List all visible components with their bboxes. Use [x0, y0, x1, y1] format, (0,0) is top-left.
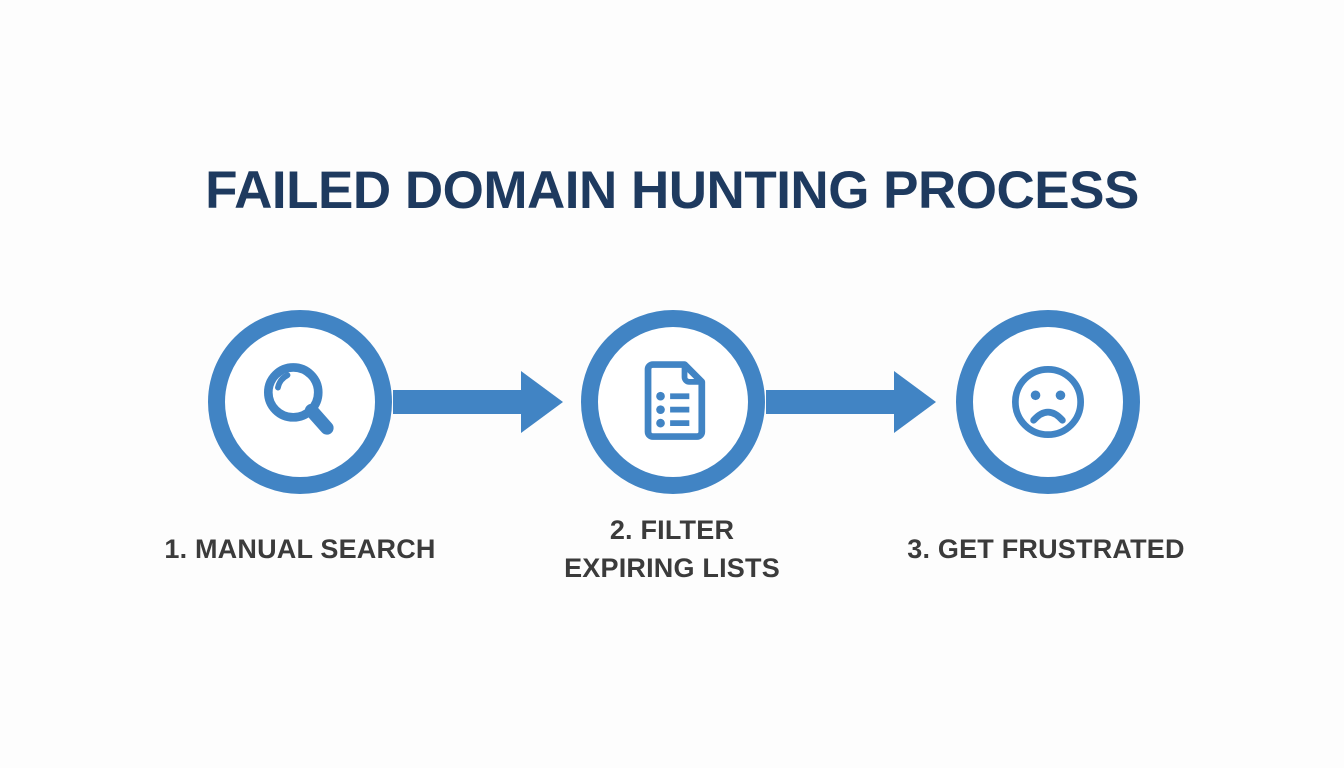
step-circle-filter-lists [581, 310, 765, 494]
page-title: FAILED DOMAIN HUNTING PROCESS [205, 161, 1139, 220]
step-label-line: 2. FILTER [609, 515, 735, 545]
step-label-line: 3. GET FRUSTRATED [907, 534, 1185, 564]
step-circle-manual-search [208, 310, 392, 494]
sad-face-icon [1012, 366, 1084, 438]
arrow-right-icon [393, 371, 563, 433]
step-label-manual-search: 1. MANUAL SEARCH [150, 512, 450, 586]
document-list-icon [644, 361, 706, 440]
step-label-filter-expiring-lists: 2. FILTER EXPIRING LISTS [522, 512, 822, 586]
magnifier-icon [264, 363, 334, 435]
arrow-right-icon [766, 371, 936, 433]
step-circle-get-frustrated [956, 310, 1140, 494]
step-label-line: 1. MANUAL SEARCH [164, 534, 436, 564]
step-label-get-frustrated: 3. GET FRUSTRATED [896, 512, 1196, 586]
step-label-line: EXPIRING LISTS [564, 553, 780, 583]
